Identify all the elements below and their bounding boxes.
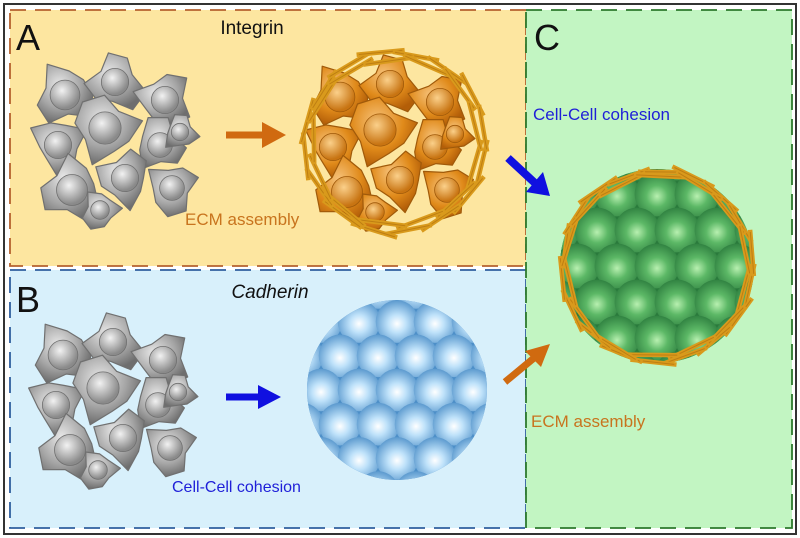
arrow-a-head xyxy=(262,122,286,148)
panel-b-letter: B xyxy=(16,279,40,320)
blue-cohesive-tissue-icon xyxy=(307,300,487,480)
arrow-a-to-c-head xyxy=(526,172,550,196)
arrow-b-head xyxy=(258,385,281,409)
panel-c-cohesion-label: Cell-Cell cohesion xyxy=(533,105,670,124)
panel-c-letter: C xyxy=(534,17,560,58)
orange-ecm-aggregate-icon xyxy=(298,47,490,240)
panel-a-title: Integrin xyxy=(220,18,283,39)
panel-a-step-label: ECM assembly xyxy=(185,210,300,229)
outer-frame xyxy=(3,3,797,535)
panel-a-letter: A xyxy=(16,17,40,58)
arrow-b-to-c-head xyxy=(525,344,550,367)
panel-b-step-label: Cell-Cell cohesion xyxy=(172,479,301,496)
arrow-a-to-c xyxy=(505,155,539,187)
gray-aggregate-icon xyxy=(30,52,201,230)
panel-c-ecm-label: ECM assembly xyxy=(531,412,646,431)
panel-b-title: Cadherin xyxy=(231,282,308,303)
gray-aggregate-icon xyxy=(28,312,199,490)
arrow-b-to-c xyxy=(502,355,537,385)
